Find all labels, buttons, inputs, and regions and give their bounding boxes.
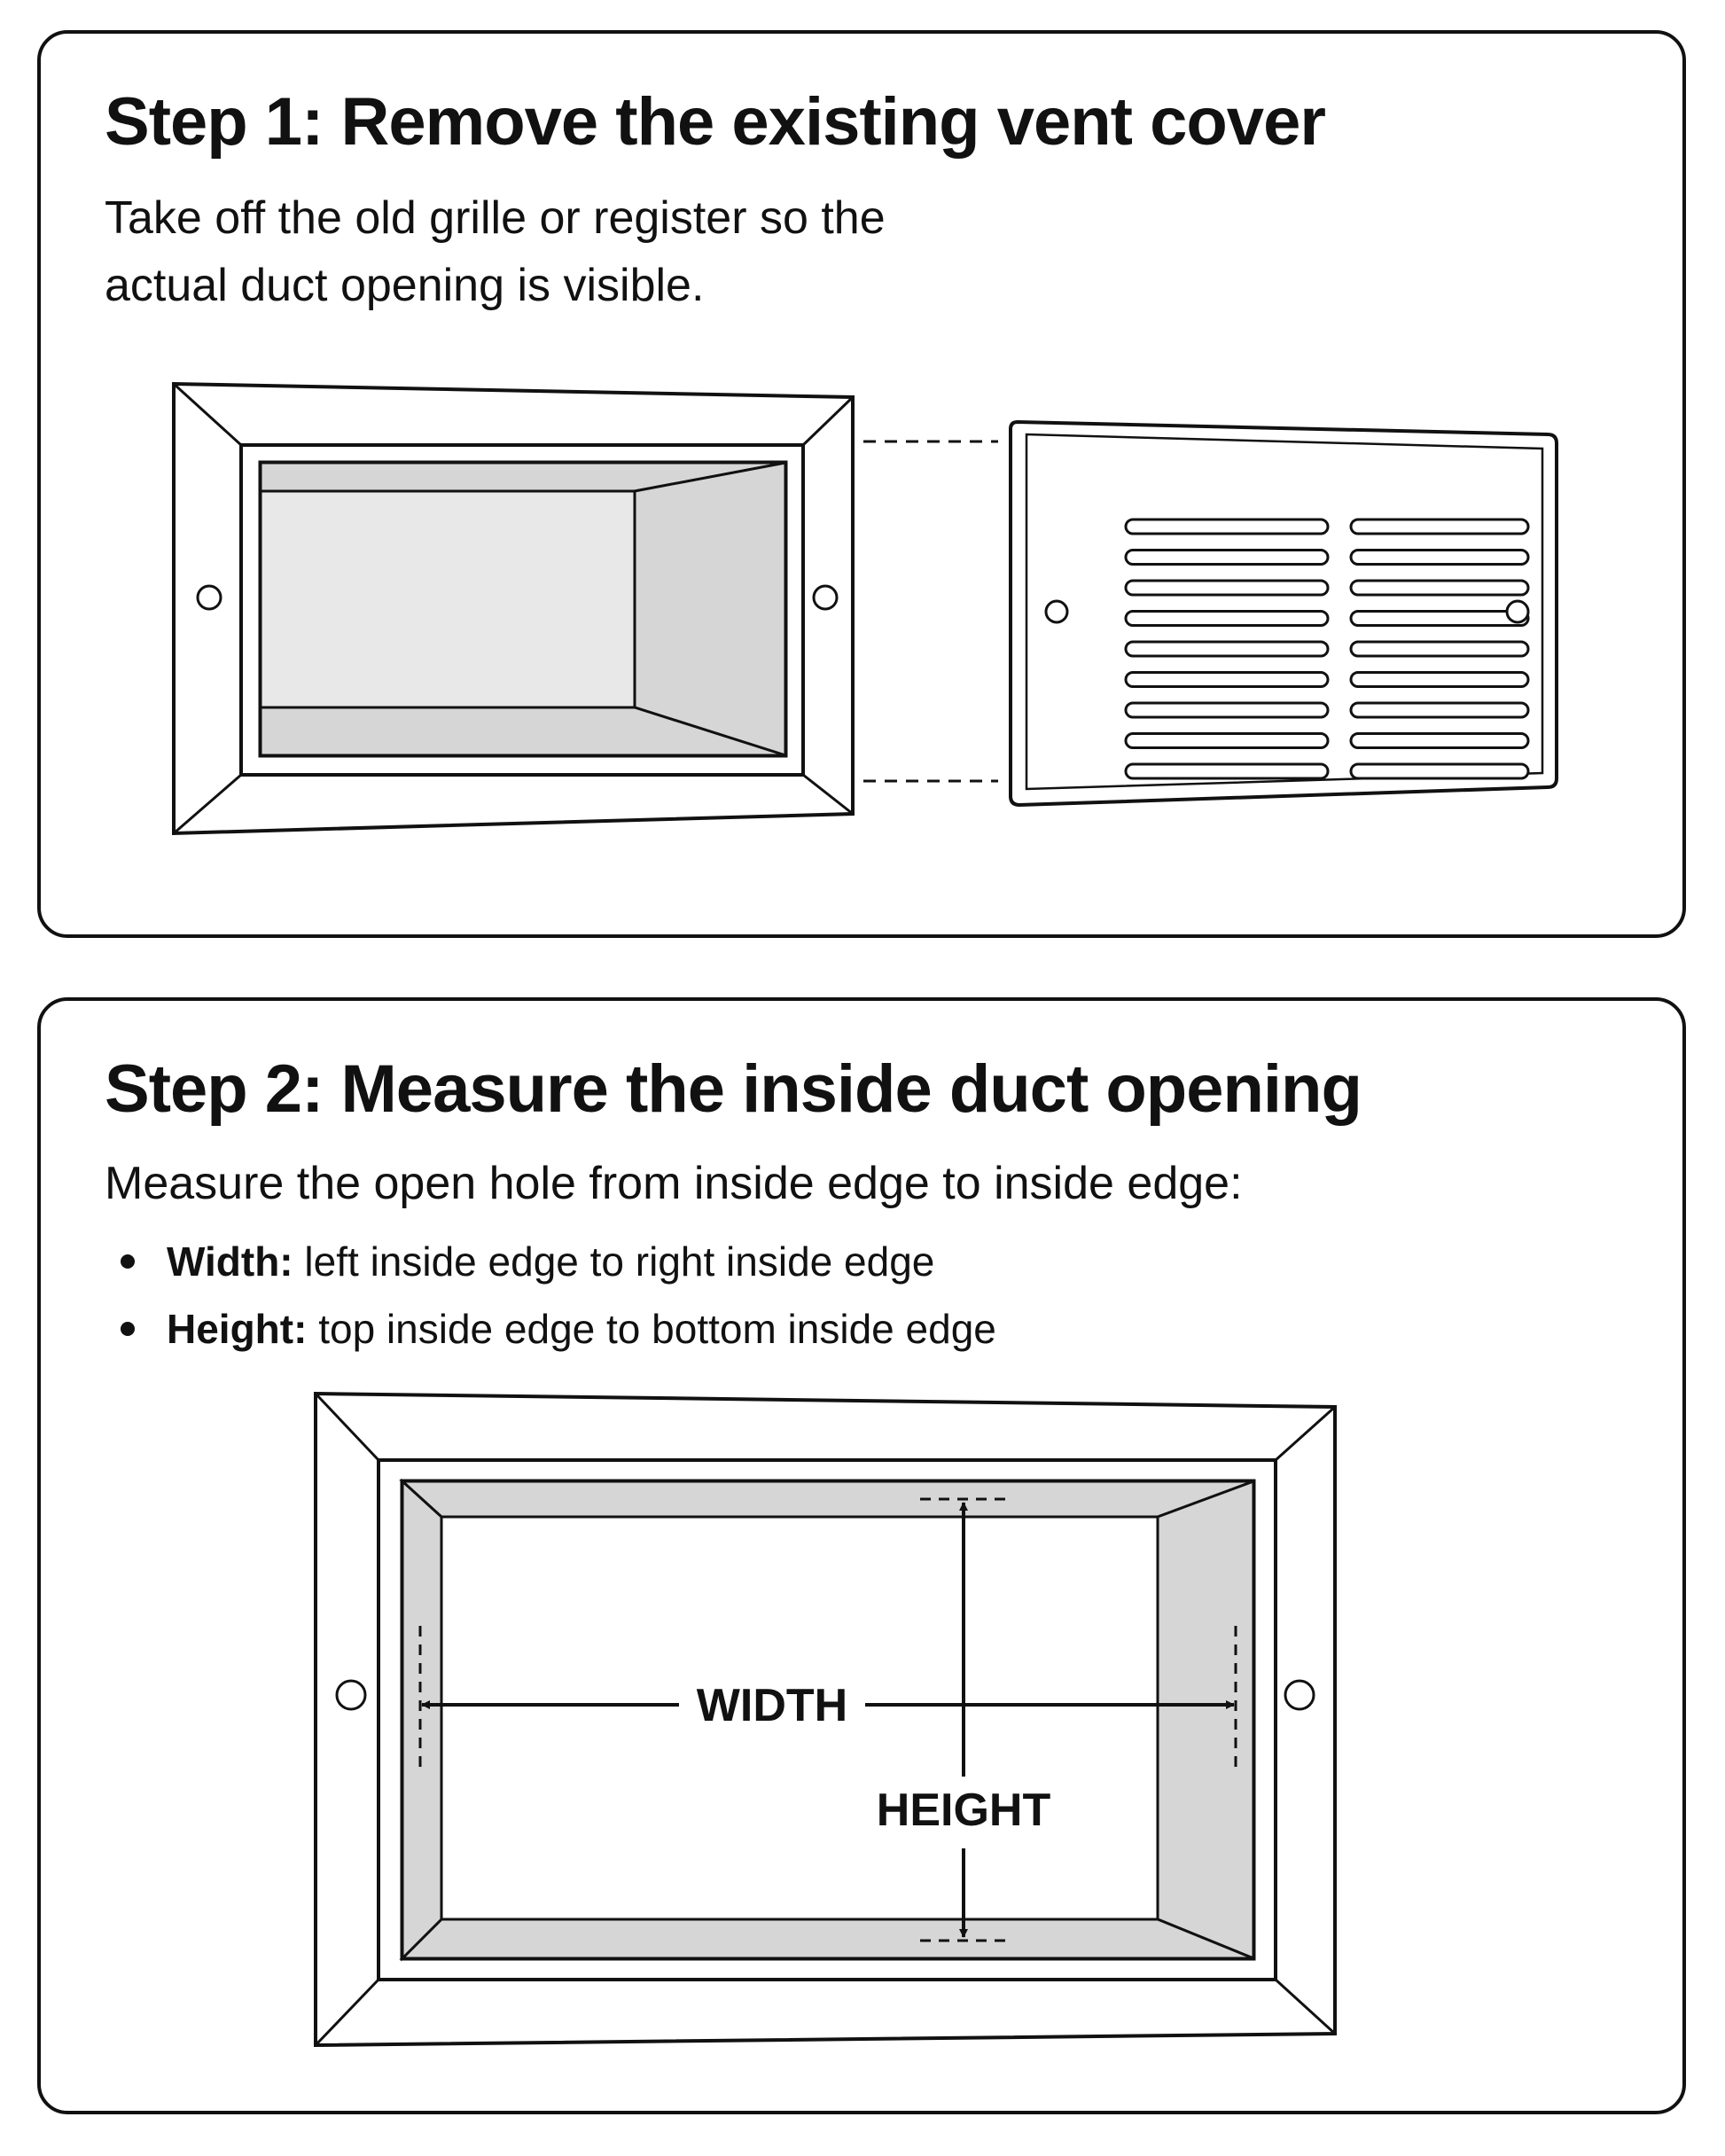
width-dimension: WIDTH — [421, 1680, 1235, 1731]
grille-slot — [1349, 549, 1530, 566]
grille-slot — [1124, 610, 1330, 627]
grille-slot — [1124, 549, 1330, 566]
duct-bottom-wall — [399, 1918, 1254, 1960]
step-1-panel: Step 1: Remove the existing vent cover T… — [37, 30, 1686, 938]
grille-slot — [1124, 640, 1330, 658]
screw-hole-left — [335, 1679, 367, 1711]
height-label: HEIGHT — [877, 1785, 1051, 1836]
grille-slot — [1349, 671, 1530, 688]
vent-cover-grille — [1009, 419, 1558, 808]
grille-slots — [1124, 518, 1530, 780]
step-1-description: Take off the old grille or register so t… — [105, 192, 886, 311]
step-1-title: Step 1: Remove the existing vent cover — [105, 84, 1326, 160]
step-1-illustration — [172, 381, 1558, 836]
step-2-panel: Step 2: Measure the inside duct opening … — [37, 997, 1686, 2114]
duct-right-wall — [1156, 1479, 1255, 1961]
duct-opening-frame — [172, 381, 855, 836]
width-term: Width: — [167, 1238, 293, 1285]
duct-back-wall — [259, 489, 636, 709]
list-item-height: Height: top inside edge to bottom inside… — [105, 1295, 996, 1363]
measured-duct-frame — [314, 1391, 1337, 2048]
grille-slot — [1349, 610, 1530, 627]
list-item-width: Width: left inside edge to right inside … — [105, 1228, 996, 1295]
width-label: WIDTH — [697, 1680, 847, 1731]
grille-screw-hole-right — [1505, 599, 1530, 624]
screw-hole-right — [1284, 1679, 1315, 1711]
grille-slot — [1124, 518, 1330, 535]
grille-slot — [1124, 762, 1330, 780]
grille-slot — [1349, 640, 1530, 658]
duct-right-wall — [633, 461, 787, 758]
screw-hole-left — [196, 584, 222, 611]
grille-plate-inner-edge — [1025, 433, 1544, 791]
height-dimension: HEIGHT — [877, 1502, 1051, 1938]
grille-slot — [1124, 701, 1330, 719]
height-term: Height: — [167, 1306, 308, 1352]
grille-slot — [1349, 518, 1530, 535]
grille-slot — [1124, 671, 1330, 688]
grille-slot — [1124, 579, 1330, 597]
duct-back-wall — [440, 1515, 1159, 1921]
duct-left-wall — [401, 1478, 443, 1962]
duct-top-wall — [399, 1480, 1254, 1519]
measurement-list: Width: left inside edge to right inside … — [105, 1228, 996, 1363]
step-2-description: Measure the open hole from inside edge t… — [105, 1158, 1243, 1209]
grille-slot — [1349, 762, 1530, 780]
height-text: top inside edge to bottom inside edge — [307, 1306, 996, 1352]
grille-slot — [1349, 732, 1530, 749]
grille-slot — [1349, 579, 1530, 597]
step-2-illustration: WIDTH HEIGHT — [314, 1391, 1337, 2048]
screw-hole-right — [812, 584, 839, 611]
width-text: left inside edge to right inside edge — [293, 1238, 935, 1285]
grille-slot — [1349, 701, 1530, 719]
step-2-title: Step 2: Measure the inside duct opening — [105, 1051, 1362, 1127]
grille-screw-hole-left — [1044, 599, 1069, 624]
grille-slot — [1124, 732, 1330, 749]
